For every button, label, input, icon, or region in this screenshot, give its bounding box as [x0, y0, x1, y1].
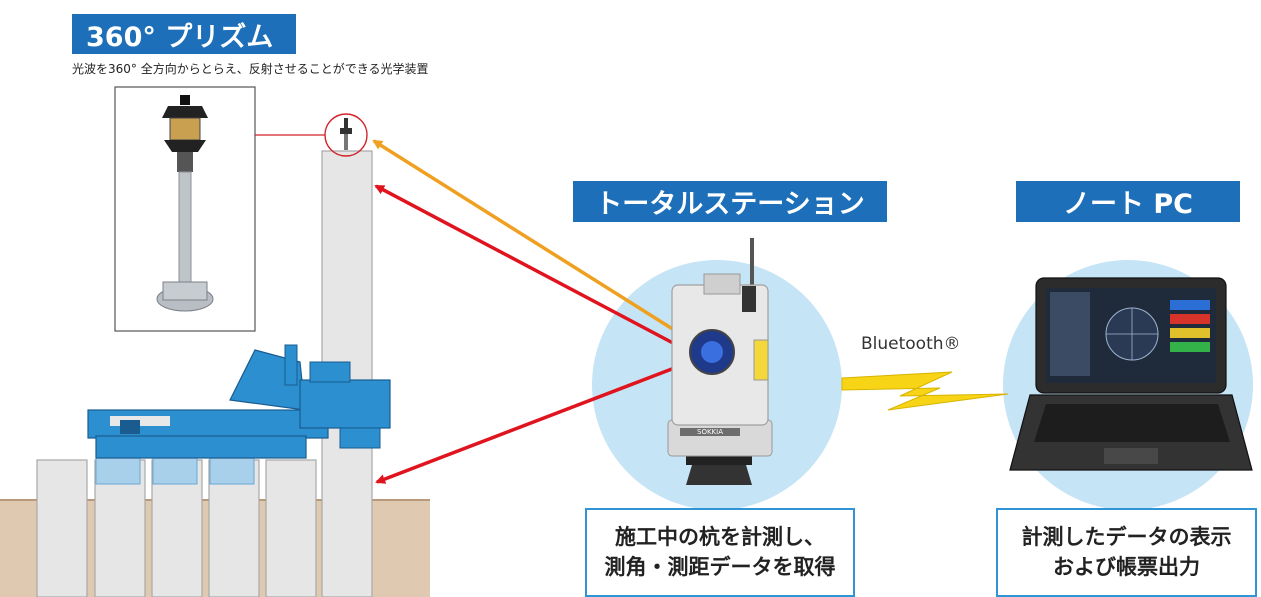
laser-arrow-red-bottom	[375, 360, 691, 484]
bluetooth-lightning-icon	[841, 371, 1009, 411]
laptop-caption-line2: および帳票出力	[1053, 555, 1200, 579]
laser-arrow-orange	[372, 139, 691, 342]
total-station-caption-line2: 測角・測距データを取得	[604, 555, 836, 579]
laser-arrow-red-top	[374, 184, 691, 354]
prism-illustration	[156, 95, 214, 312]
pile	[265, 459, 317, 597]
prism-description: 光波を360° 全方向からとらえ、反射させることができる光学装置	[72, 62, 429, 76]
laptop-caption: 計測したデータの表示 および帳票出力	[996, 508, 1257, 597]
total-station-illustration: SOKKIA	[667, 238, 773, 485]
pile-driving-machine	[87, 344, 391, 485]
laptop-illustration	[1009, 277, 1253, 471]
pile	[36, 459, 88, 597]
total-station-caption: 施工中の杭を計測し、 測角・測距データを取得	[585, 508, 855, 597]
ts-brand: SOKKIA	[697, 428, 723, 436]
prism-on-pile	[340, 118, 352, 150]
total-station-title-banner: トータルステーション	[573, 181, 887, 222]
prism-title-banner: 360° プリズム	[72, 14, 296, 54]
prism-highlight-circle	[324, 113, 368, 157]
laptop-caption-line1: 計測したデータの表示	[1021, 525, 1232, 549]
laptop-title-banner: ノート PC	[1016, 181, 1240, 222]
total-station-caption-line1: 施工中の杭を計測し、	[615, 525, 825, 549]
bluetooth-label: Bluetooth®	[861, 334, 961, 354]
